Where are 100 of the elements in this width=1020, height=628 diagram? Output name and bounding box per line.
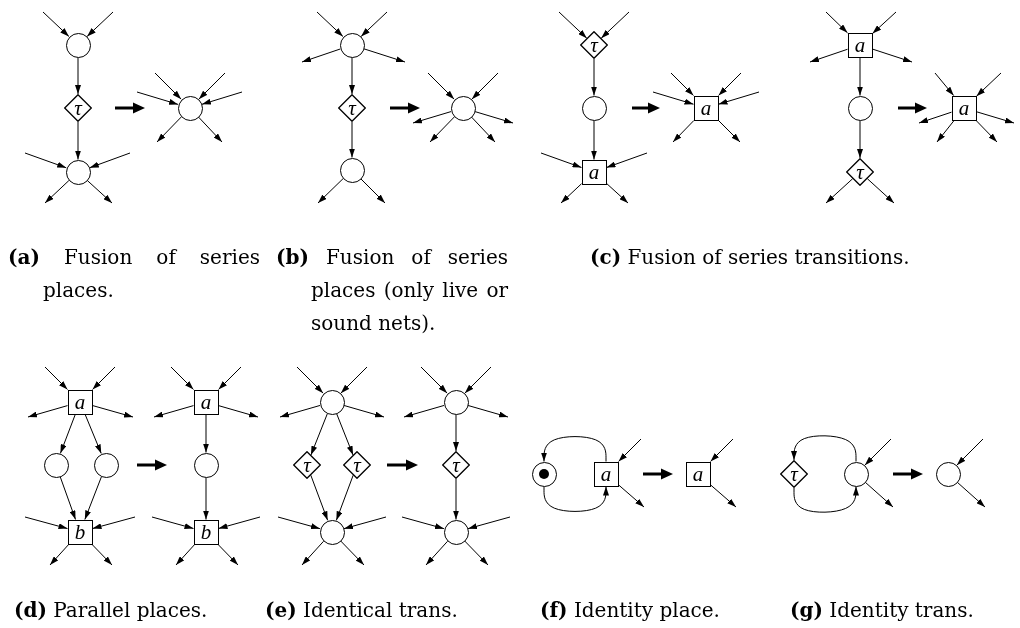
arrow	[934, 72, 955, 96]
silent-transition-diamond: τ	[293, 451, 321, 479]
arrow	[652, 91, 694, 105]
arrow	[75, 57, 81, 95]
arrow	[453, 414, 459, 452]
arrow	[864, 438, 892, 466]
transition-box: a	[951, 95, 977, 121]
place-circle	[443, 389, 469, 415]
arrow	[203, 414, 209, 453]
curved-arrow	[791, 435, 857, 462]
arrow	[59, 476, 76, 520]
arrow	[156, 116, 182, 143]
arrow	[89, 152, 131, 169]
arrow	[872, 11, 897, 35]
curved-arrow	[541, 436, 607, 462]
arrow	[403, 404, 445, 418]
arrow	[540, 152, 582, 168]
arrow	[92, 516, 136, 530]
arrow	[976, 111, 1015, 124]
place-circle	[93, 452, 119, 478]
arrow	[86, 11, 114, 37]
place-circle	[339, 32, 365, 58]
arrow	[976, 72, 1002, 97]
transition-box: a	[685, 461, 711, 487]
arrow	[218, 405, 259, 418]
place-circle	[847, 95, 873, 121]
arrow	[317, 178, 344, 204]
arrow	[301, 48, 341, 63]
arrow	[349, 121, 355, 158]
silent-transition-diamond: τ	[580, 31, 608, 59]
arrow	[467, 516, 511, 530]
place-circle	[443, 519, 469, 545]
arrow	[975, 120, 998, 143]
arrow	[412, 111, 452, 124]
arrow	[49, 544, 70, 566]
arrow	[872, 48, 913, 63]
silent-transition-diamond: τ	[442, 451, 470, 479]
arrow	[606, 152, 648, 168]
arrow	[866, 178, 895, 204]
arrow	[92, 366, 116, 390]
place-circle	[531, 461, 557, 487]
arrow	[467, 404, 509, 418]
arrow	[279, 404, 321, 418]
curved-arrow	[543, 486, 609, 512]
arrow	[301, 540, 325, 566]
arrow	[718, 120, 741, 143]
arrow	[363, 48, 406, 63]
arrow	[600, 11, 630, 39]
arrow	[24, 152, 67, 169]
silent-transition-diamond: τ	[846, 158, 874, 186]
transition-box: a	[693, 95, 719, 121]
arrow	[24, 516, 68, 530]
arrow	[474, 111, 514, 124]
arrow	[453, 478, 459, 520]
arrow	[429, 116, 455, 143]
transition-box: a	[593, 461, 619, 487]
arrow	[151, 516, 194, 530]
arrow	[809, 48, 848, 63]
place-circle	[450, 95, 476, 121]
arrow	[59, 414, 76, 454]
place-circle	[177, 95, 203, 121]
silent-transition-diamond: τ	[343, 451, 371, 479]
arrow	[606, 182, 629, 204]
arrow	[340, 540, 365, 566]
arrow	[360, 11, 388, 37]
arrow	[175, 544, 196, 566]
arrow	[198, 116, 223, 143]
arrow	[425, 540, 449, 566]
arrow	[560, 183, 582, 204]
arrow	[336, 413, 354, 456]
arrow	[170, 366, 194, 390]
place-circle	[319, 389, 345, 415]
arrow	[217, 544, 239, 566]
arrow	[918, 111, 952, 124]
arrow	[27, 405, 68, 418]
place-circle	[65, 159, 91, 185]
figure-caption: (e) Identical trans.	[265, 597, 459, 624]
silent-transition-diamond: τ	[64, 94, 92, 122]
arrow	[591, 120, 597, 160]
arrow	[956, 438, 984, 466]
arrow	[471, 72, 499, 100]
arrow	[218, 366, 242, 390]
place-circle	[581, 95, 607, 121]
arrow	[618, 438, 642, 462]
figure-caption: (f) Identity place.	[540, 597, 721, 624]
arrow	[203, 477, 209, 520]
figure-caption: (g) Identity trans.	[790, 597, 975, 624]
transition-box: b	[67, 519, 93, 545]
arrow	[84, 476, 102, 520]
arrow	[464, 366, 492, 394]
arrow	[471, 116, 496, 143]
arrow	[335, 474, 354, 521]
place-circle	[65, 32, 91, 58]
arrow	[618, 484, 645, 508]
arrow	[92, 405, 134, 418]
arrow	[310, 413, 328, 456]
arrow	[153, 405, 194, 418]
silent-transition-diamond: τ	[780, 460, 808, 488]
arrow	[198, 72, 226, 100]
place-circle	[935, 461, 961, 487]
